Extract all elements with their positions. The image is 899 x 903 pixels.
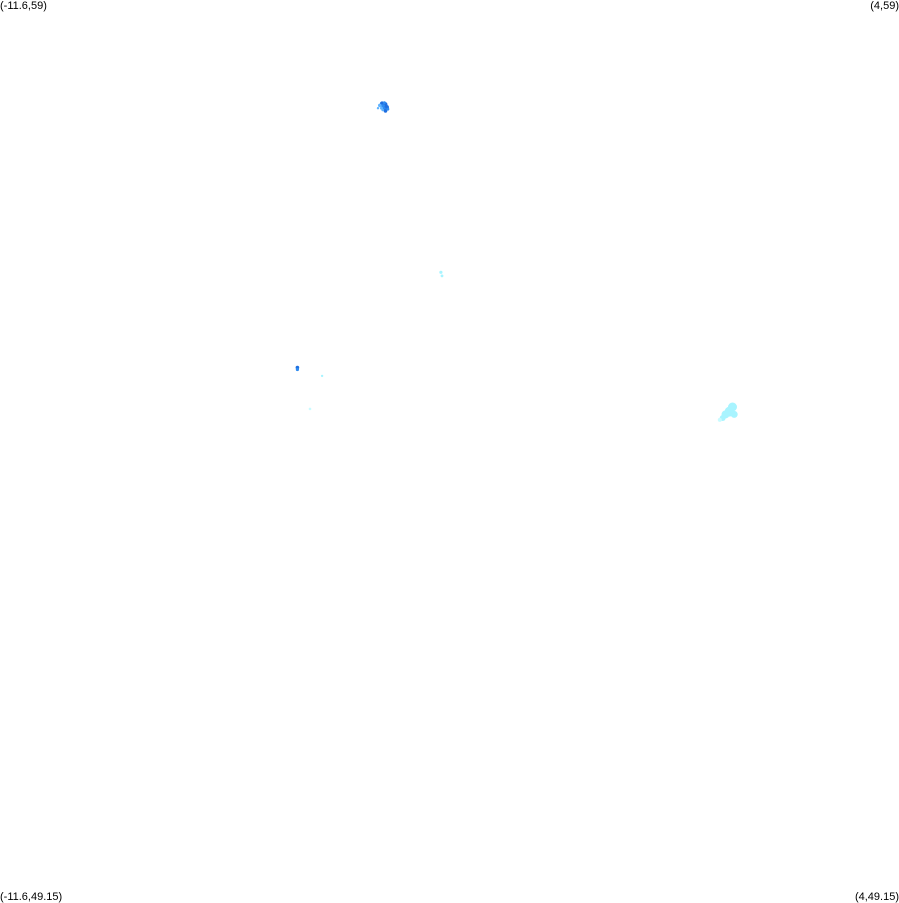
data-point	[386, 107, 390, 111]
data-point	[376, 107, 380, 110]
data-point	[730, 410, 738, 418]
data-point	[308, 407, 312, 411]
data-point	[440, 274, 444, 278]
corner-label-bottom-right: (4,49.15)	[854, 891, 899, 903]
data-point	[378, 103, 382, 108]
data-point	[383, 101, 386, 105]
corner-label-top-left: (-11.6,59)	[0, 0, 47, 12]
north-cluster	[376, 101, 390, 113]
data-point	[439, 270, 443, 274]
data-point	[320, 374, 324, 378]
data-point	[717, 417, 722, 422]
west-cluster	[295, 365, 324, 411]
corner-label-bottom-left: (-11.6,49.15)	[0, 891, 63, 903]
data-point	[383, 109, 388, 113]
data-point	[381, 108, 385, 112]
corner-label-top-right: (4,59)	[870, 0, 899, 12]
data-point	[295, 367, 299, 372]
data-points-layer	[295, 101, 738, 422]
southeast-cluster	[717, 402, 738, 422]
central-cluster	[439, 270, 444, 278]
